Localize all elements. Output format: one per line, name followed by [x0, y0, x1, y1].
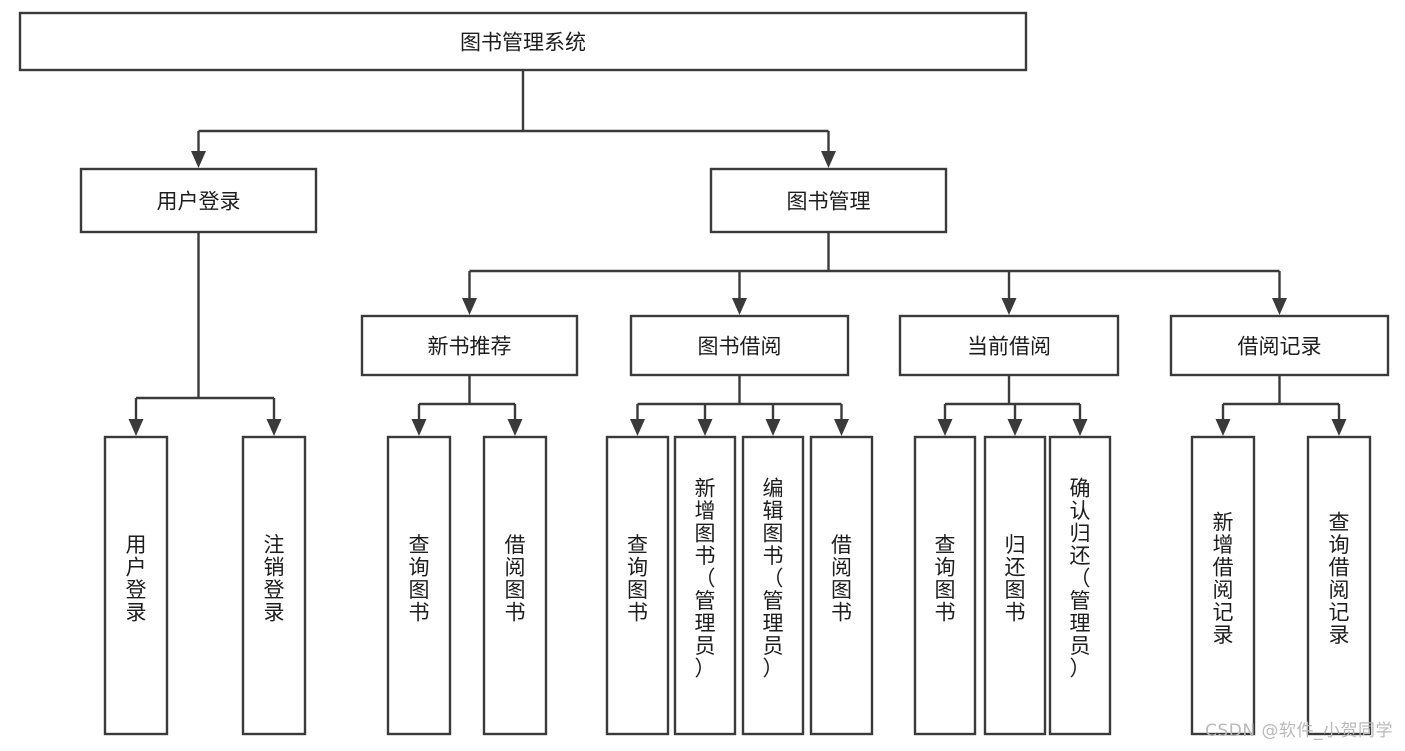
connector-group-root — [191, 70, 836, 168]
node-label: 图书管理 — [787, 190, 871, 214]
node-l-cb-query[interactable]: 查询图书 — [913, 435, 977, 736]
node-label: 当前借阅 — [967, 335, 1051, 359]
node-label: 确认归还（管理员） — [1070, 477, 1091, 681]
node-box — [1169, 314, 1390, 377]
node-box — [482, 435, 548, 736]
node-box — [241, 435, 307, 736]
node-n-borrow[interactable]: 图书借阅 — [629, 314, 850, 377]
node-n-record[interactable]: 借阅记录 — [1169, 314, 1390, 377]
node-label: 用户登录 — [157, 190, 241, 214]
node-l-cb-confirm[interactable]: 确认归还（管理员） — [1048, 435, 1112, 736]
node-label: 新书推荐 — [428, 335, 512, 359]
node-box — [629, 314, 850, 377]
node-label: 新增图书（管理员） — [695, 477, 716, 681]
node-l-user-login[interactable]: 用户登录 — [103, 435, 169, 736]
connector-group-n_book_mgmt — [462, 232, 1287, 315]
node-label: 查询借阅记录 — [1329, 510, 1350, 647]
node-box — [18, 11, 1028, 72]
node-l-user-logout[interactable]: 注销登录 — [241, 435, 307, 736]
connector-group-n_record — [1215, 375, 1347, 436]
node-layer: 图书管理系统用户登录图书管理新书推荐图书借阅当前借阅借阅记录用户登录注销登录查询… — [18, 11, 1390, 736]
node-box — [1306, 435, 1372, 736]
node-box — [386, 435, 452, 736]
node-box — [103, 435, 169, 736]
node-box — [913, 435, 977, 736]
node-label: 编辑图书（管理员） — [763, 477, 784, 681]
node-n-new-book[interactable]: 新书推荐 — [360, 314, 579, 377]
node-l-bb-edit[interactable]: 编辑图书（管理员） — [741, 435, 805, 736]
connector-group-n_current — [937, 375, 1088, 436]
node-l-rc-query[interactable]: 查询借阅记录 — [1306, 435, 1372, 736]
node-l-nb-borrow[interactable]: 借阅图书 — [482, 435, 548, 736]
connector-group-n_user_login — [128, 232, 282, 436]
node-box — [673, 435, 737, 736]
watermark-text: CSDN @软件_小贺同学 — [1205, 721, 1393, 741]
node-l-cb-return[interactable]: 归还图书 — [983, 435, 1047, 736]
node-box — [360, 314, 579, 377]
node-label: 借阅记录 — [1238, 335, 1322, 359]
node-label: 查询图书 — [409, 533, 430, 625]
node-box — [709, 167, 948, 234]
node-label: 注销登录 — [264, 533, 285, 625]
node-label: 图书管理系统 — [460, 31, 586, 55]
node-l-rc-add[interactable]: 新增借阅记录 — [1190, 435, 1256, 736]
node-box — [79, 167, 318, 234]
node-box — [741, 435, 805, 736]
node-box — [605, 435, 670, 736]
connector-layer — [128, 70, 1347, 436]
node-l-bb-query[interactable]: 查询图书 — [605, 435, 670, 736]
node-l-nb-query[interactable]: 查询图书 — [386, 435, 452, 736]
node-n-book-mgmt[interactable]: 图书管理 — [709, 167, 948, 234]
node-label: 新增借阅记录 — [1213, 510, 1234, 647]
node-l-bb-add[interactable]: 新增图书（管理员） — [673, 435, 737, 736]
node-label: 借阅图书 — [505, 533, 526, 625]
node-box — [983, 435, 1047, 736]
node-box — [1190, 435, 1256, 736]
node-box — [809, 435, 874, 736]
node-label: 借阅图书 — [831, 533, 852, 625]
connector-group-n_borrow — [630, 375, 849, 436]
connector-group-n_new_book — [411, 375, 523, 436]
node-label: 用户登录 — [126, 533, 147, 625]
node-label: 查询图书 — [627, 533, 648, 625]
node-root[interactable]: 图书管理系统 — [18, 11, 1028, 72]
node-label: 图书借阅 — [698, 335, 782, 359]
node-box — [1048, 435, 1112, 736]
node-label: 查询图书 — [935, 533, 956, 625]
node-box — [898, 314, 1120, 377]
node-label: 归还图书 — [1005, 533, 1026, 625]
node-n-user-login[interactable]: 用户登录 — [79, 167, 318, 234]
node-n-current[interactable]: 当前借阅 — [898, 314, 1120, 377]
node-l-bb-borrow[interactable]: 借阅图书 — [809, 435, 874, 736]
